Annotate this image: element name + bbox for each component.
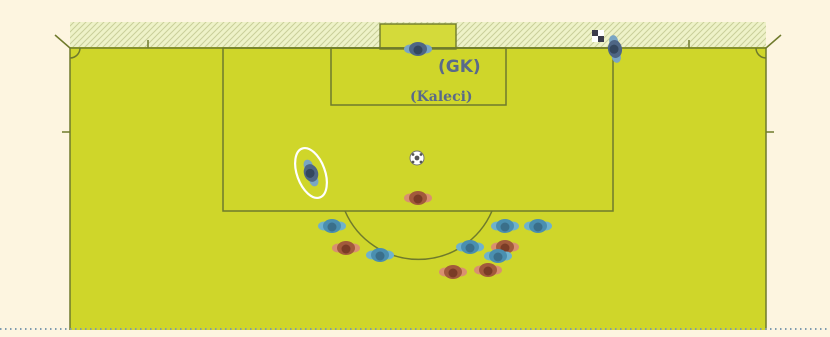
goalkeeper xyxy=(404,42,432,56)
corner-arc-left xyxy=(69,47,81,59)
penalty-arc xyxy=(344,210,493,261)
ball xyxy=(409,150,425,166)
highlight-ring xyxy=(294,147,328,199)
gk-label: (GK) xyxy=(438,57,481,77)
corner-flag xyxy=(592,30,604,42)
corner-arc-right xyxy=(755,47,767,59)
highlighted-player xyxy=(303,159,319,187)
goalkeeper-label: (Kaleci) xyxy=(410,89,473,105)
pitch-surface xyxy=(70,47,766,330)
assistant-referee xyxy=(607,35,623,63)
